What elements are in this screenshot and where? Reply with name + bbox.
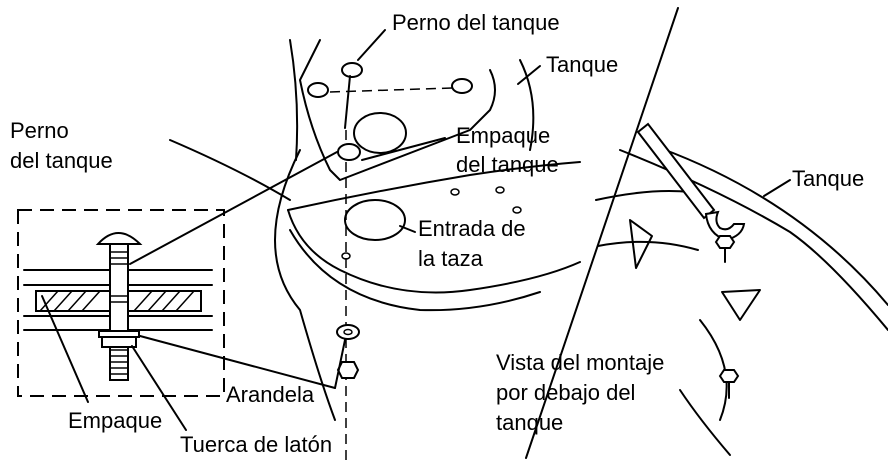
bowl-inlet-opening: [344, 199, 406, 241]
leader-gasket: [41, 295, 89, 403]
leader-tank-top: [517, 65, 541, 85]
washer-part: [336, 324, 360, 340]
leader-tank-gasket: [361, 137, 446, 161]
leader-tank-bolt-top: [357, 29, 386, 61]
label-bowl-inlet-line1: Entrada de: [418, 216, 526, 241]
leader-brass-nut: [131, 345, 187, 431]
leader-washer: [139, 335, 336, 389]
leader-washer-part: [334, 339, 346, 389]
cross-section-detail: [17, 209, 225, 397]
label-bowl-inlet-line2: la taza: [418, 246, 484, 271]
wrench-handle: [636, 122, 716, 220]
tank-boss-left: [307, 82, 329, 98]
right-view-bottom-curve: [679, 389, 731, 456]
bowl-edge-upper: [595, 190, 691, 201]
tank-gasket-ring: [337, 143, 361, 161]
leader-tank-right: [763, 179, 791, 197]
detail-frame: [17, 209, 225, 397]
bolt-hole: [495, 186, 505, 194]
tank-base-plate: [299, 39, 496, 181]
label-tank-gasket-line2: del tanque: [456, 152, 559, 177]
bowl-deck-upper: [287, 161, 581, 211]
top-bolt-shank: [344, 75, 351, 129]
small-bracket: [629, 219, 653, 269]
label-view-line2: por debajo del: [496, 380, 635, 405]
label-tank-bolt-left-line2: del tanque: [10, 148, 113, 173]
tank-lower-wall: [699, 319, 728, 421]
bowl-deck: [287, 209, 581, 294]
boss-dashed-link: [329, 87, 453, 93]
tank-boss-right: [451, 78, 473, 94]
bolt-threads: [109, 251, 129, 375]
tank-outlet-opening: [353, 112, 407, 154]
leader-lines: [41, 29, 541, 431]
bolt-hole: [512, 206, 522, 214]
view-divider: [525, 7, 679, 459]
bolt-head: [95, 232, 143, 245]
tank-body-curve: [659, 147, 888, 306]
label-tank-bolt-left-line1: Perno: [10, 118, 69, 143]
underside-view: [595, 122, 888, 456]
tank-wall-left: [289, 39, 299, 161]
label-gasket: Empaque: [68, 408, 162, 433]
underside-nut-top: [714, 235, 736, 249]
label-washer: Arandela: [226, 382, 315, 407]
label-view-line1: Vista del montaje: [496, 350, 664, 375]
label-tank-bolt-top: Perno del tanque: [392, 10, 560, 35]
bolt-hole: [450, 188, 460, 196]
leader-tank-bolt-left: [129, 151, 338, 265]
label-tank-gasket-line1: Empaque: [456, 123, 550, 148]
bowl-rim-curve: [169, 139, 291, 201]
underside-nut-bottom: [718, 369, 740, 383]
bowl-front: [289, 229, 541, 312]
top-bolt-head: [341, 62, 363, 78]
gasket-hatching: [39, 290, 195, 312]
detail-nut: [101, 336, 137, 348]
tank-wall-right: [519, 59, 535, 151]
label-view-line3: tanque: [496, 410, 563, 435]
leader-bowl-inlet: [399, 225, 416, 233]
wrench-head: [704, 210, 746, 242]
washer-hole: [343, 328, 353, 336]
mount-bracket: [721, 289, 761, 321]
label-brass-nut: Tuerca de latón: [180, 432, 332, 457]
label-tank-right: Tanque: [792, 166, 864, 191]
bowl-left-side: [274, 149, 336, 421]
nut-part: [336, 361, 360, 379]
label-tank-top: Tanque: [546, 52, 618, 77]
labels: Perno del tanque Tanque Perno del tanque…: [10, 10, 864, 457]
